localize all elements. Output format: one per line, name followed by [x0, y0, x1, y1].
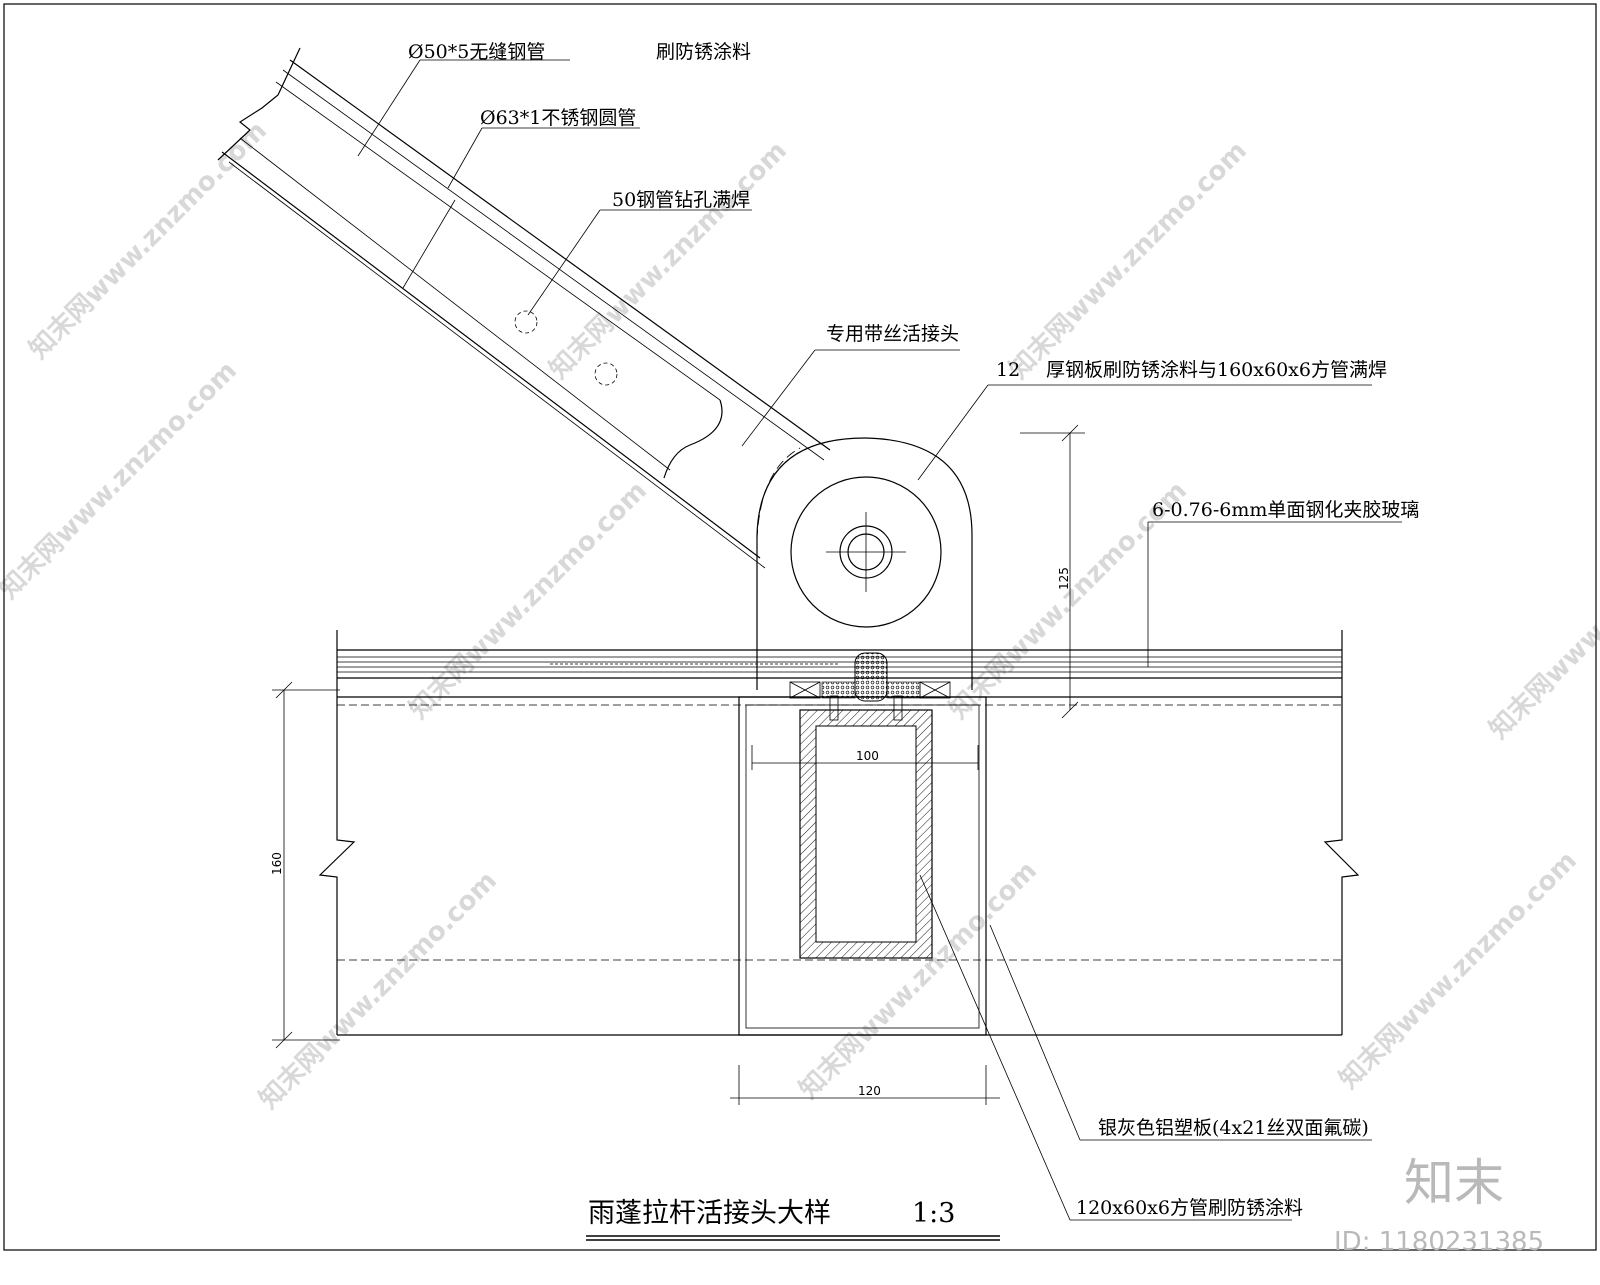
label-cladding: 银灰色铝塑板(4x21丝双面氟碳)	[1098, 1117, 1369, 1139]
drawing-frame	[3, 3, 1597, 1251]
dim-100: 100	[856, 749, 879, 763]
watermark-text: 知末网www.znzmo.com	[24, 116, 273, 365]
beam-cladding	[318, 630, 1360, 1036]
watermark-text: 知末网www.znzmo.com	[1484, 496, 1600, 745]
brand-watermark: 知末 ID: 1180231385	[1334, 1154, 1544, 1257]
watermark-text: 知末网www.znzmo.com	[404, 476, 653, 725]
dimension-lines: 125 160 100 120	[270, 424, 1085, 1105]
watermark-text: 知末网www.znzmo.com	[254, 866, 503, 1115]
brand-logo: 知末	[1404, 1154, 1504, 1212]
lug-plate	[756, 437, 973, 690]
label-pipe-steel: Ø50*5无缝钢管	[408, 41, 545, 63]
label-drill-weld: 50钢管钻孔满焊	[612, 189, 750, 211]
watermark-layer: 知末网www.znzmo.com 知末网www.znzmo.com 知末网www…	[0, 116, 1600, 1115]
watermark-text: 知末网www.znzmo.com	[1334, 846, 1583, 1095]
label-tube: 120x60x6方管刷防锈涂料	[1076, 1197, 1303, 1219]
label-pipe-stainless: Ø63*1不锈钢圆管	[480, 107, 636, 129]
dim-160: 160	[270, 852, 284, 875]
watermark-text: 知末网www.znzmo.com	[0, 356, 243, 605]
label-plate-number: 12	[996, 359, 1020, 381]
dim-120: 120	[858, 1084, 881, 1098]
drawing-title-block: 雨蓬拉杆活接头大样 1:3	[586, 1198, 1000, 1241]
label-joint: 专用带丝活接头	[826, 323, 959, 345]
drawing-title: 雨蓬拉杆活接头大样	[588, 1198, 831, 1229]
annotations: Ø50*5无缝钢管 刷防锈涂料 Ø63*1不锈钢圆管 50钢管钻孔满焊 专用带丝…	[408, 41, 1419, 1219]
leader-lines	[357, 59, 1402, 1221]
dim-125: 125	[1057, 567, 1071, 590]
drawing-scale: 1:3	[912, 1198, 955, 1229]
label-glass: 6-0.76-6mm单面钢化夹胶玻璃	[1152, 499, 1419, 521]
tie-rod	[217, 47, 831, 569]
glass-panel	[337, 649, 1342, 706]
brand-id: ID: 1180231385	[1334, 1227, 1544, 1257]
label-plate: 厚钢板刷防锈涂料与160x60x6方管满焊	[1046, 359, 1387, 381]
watermark-text: 知末网www.znzmo.com	[1004, 136, 1253, 385]
label-coating: 刷防锈涂料	[656, 41, 751, 63]
